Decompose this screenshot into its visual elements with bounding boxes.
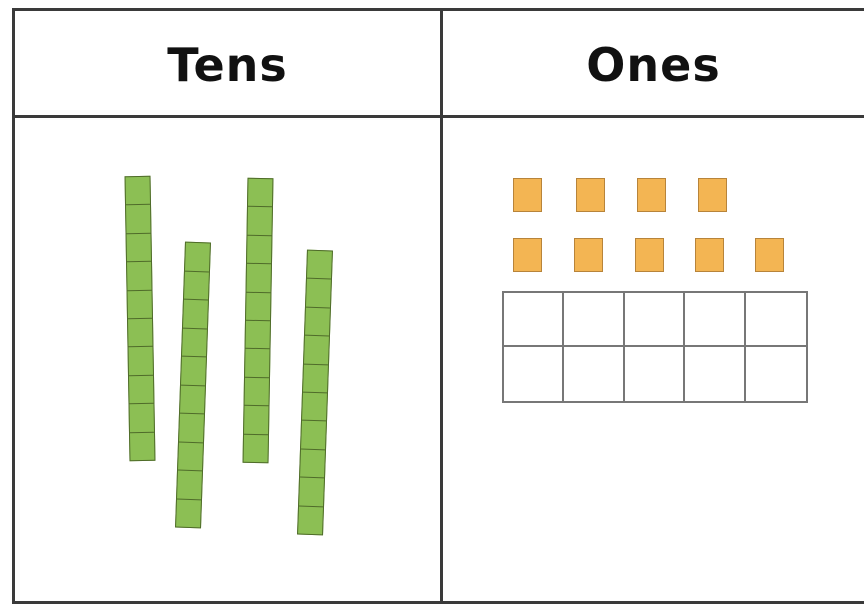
rod-unit: [305, 307, 330, 336]
rod-unit: [307, 251, 332, 280]
rod-unit: [247, 236, 271, 265]
rod-unit: [129, 347, 153, 376]
rod-unit: [247, 207, 271, 236]
rod-unit: [184, 271, 209, 300]
rod-unit: [181, 357, 206, 386]
ten-frame-cell: [504, 293, 564, 347]
rod-unit: [298, 506, 323, 534]
rod-unit: [185, 243, 210, 272]
unit-cube: [513, 238, 542, 272]
unit-cube: [635, 238, 664, 272]
ten-frame-cell: [564, 347, 624, 401]
rod-unit: [303, 364, 328, 393]
rod-unit: [245, 321, 269, 350]
ten-frame-cell: [564, 293, 624, 347]
rod-unit: [130, 432, 154, 460]
unit-cube: [576, 178, 605, 212]
rod-unit: [302, 393, 327, 422]
rod-unit: [128, 319, 152, 348]
unit-cube: [695, 238, 724, 272]
rod-unit: [179, 414, 204, 443]
rod-unit: [246, 264, 270, 293]
rod-unit: [304, 336, 329, 365]
ten-frame-cell: [746, 347, 806, 401]
unit-cube: [513, 178, 542, 212]
rod-unit: [177, 471, 202, 500]
unit-cube: [698, 178, 727, 212]
rod-unit: [182, 328, 207, 357]
rod-unit: [245, 378, 269, 407]
rod-unit: [245, 349, 269, 378]
ones-header: Ones: [443, 30, 864, 100]
unit-cube: [574, 238, 603, 272]
rod-unit: [183, 300, 208, 329]
rod-unit: [306, 279, 331, 308]
rod-unit: [246, 292, 270, 321]
ten-frame-cell: [625, 347, 685, 401]
rod-unit: [129, 376, 153, 405]
rod-unit: [248, 179, 272, 208]
ten-frame-cell: [746, 293, 806, 347]
rod-unit: [129, 404, 153, 433]
ten-frame-cell: [685, 293, 745, 347]
rod-unit: [299, 478, 324, 507]
rod-unit: [127, 234, 151, 263]
ten-frame-cell: [685, 347, 745, 401]
rod-unit: [126, 177, 150, 206]
rod-unit: [244, 434, 268, 462]
rod-unit: [178, 442, 203, 471]
ten-frame-cell: [625, 293, 685, 347]
rod-unit: [126, 205, 150, 234]
ten-frame: [502, 291, 808, 403]
ten-rod: [125, 176, 156, 461]
rod-unit: [127, 262, 151, 291]
ten-rod: [243, 178, 274, 463]
unit-cube: [637, 178, 666, 212]
rod-unit: [128, 290, 152, 319]
header-divider: [12, 115, 864, 118]
tens-header: Tens: [15, 30, 440, 100]
rod-unit: [180, 385, 205, 414]
rod-unit: [300, 449, 325, 478]
rod-unit: [244, 406, 268, 435]
ten-frame-cell: [504, 347, 564, 401]
rod-unit: [301, 421, 326, 450]
rod-unit: [176, 499, 201, 527]
unit-cube: [755, 238, 784, 272]
